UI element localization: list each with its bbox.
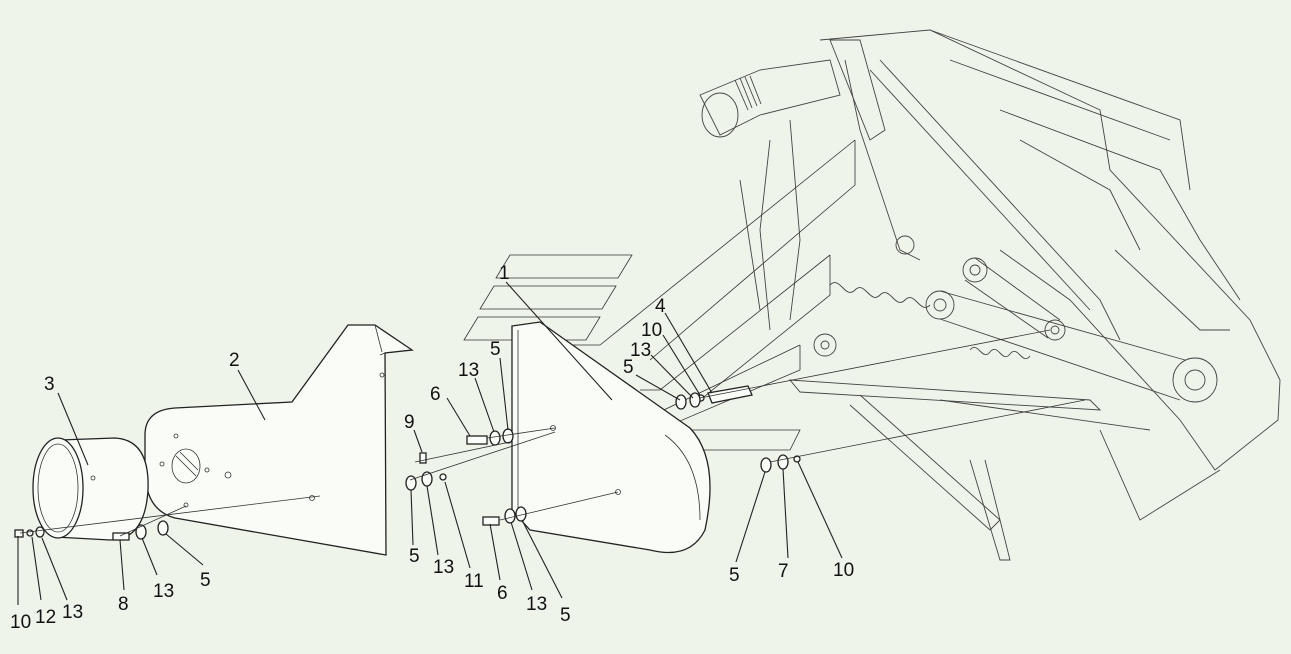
leader-lines [17, 281, 843, 605]
callout-13: 13 [433, 557, 454, 578]
callout-5: 5 [200, 570, 211, 591]
callout-6: 6 [497, 583, 508, 604]
part-1-cover-plate [511, 321, 711, 554]
callout-8: 9 [404, 412, 415, 433]
callout-13: 13 [153, 581, 174, 602]
part-2-cover-plate [144, 324, 414, 556]
callout-6: 6 [430, 384, 441, 405]
callout-2: 2 [229, 350, 240, 371]
callout-5: 5 [409, 546, 420, 567]
callout-10: 10 [833, 560, 854, 581]
callout-3: 3 [44, 374, 55, 395]
assembly-axis-lines [19, 329, 1086, 537]
callout-11: 12 [35, 607, 56, 628]
callout-7: 8 [118, 594, 129, 615]
callout-1: 1 [499, 263, 510, 284]
callout-12: 13 [62, 602, 83, 623]
callout-4: 4 [655, 296, 666, 317]
callout-5: 5 [729, 565, 740, 586]
callout-10: 10 [641, 320, 662, 341]
part-3-guard-cylinder [32, 437, 149, 541]
callout-9: 10 [10, 612, 31, 633]
callout-13: 13 [630, 340, 651, 361]
callout-5: 5 [490, 339, 501, 360]
callout-13: 13 [458, 360, 479, 381]
fasteners [14, 385, 801, 541]
callout-13: 7 [778, 561, 789, 582]
callout-5: 5 [560, 605, 571, 626]
callout-10: 11 [464, 571, 484, 592]
callout-labels: 1 2 3 4 10 13 5 5 13 6 9 10 12 13 8 13 5… [10, 263, 854, 633]
machine-frame [699, 29, 1281, 561]
callout-13: 13 [526, 594, 547, 615]
callout-5: 5 [623, 357, 634, 378]
